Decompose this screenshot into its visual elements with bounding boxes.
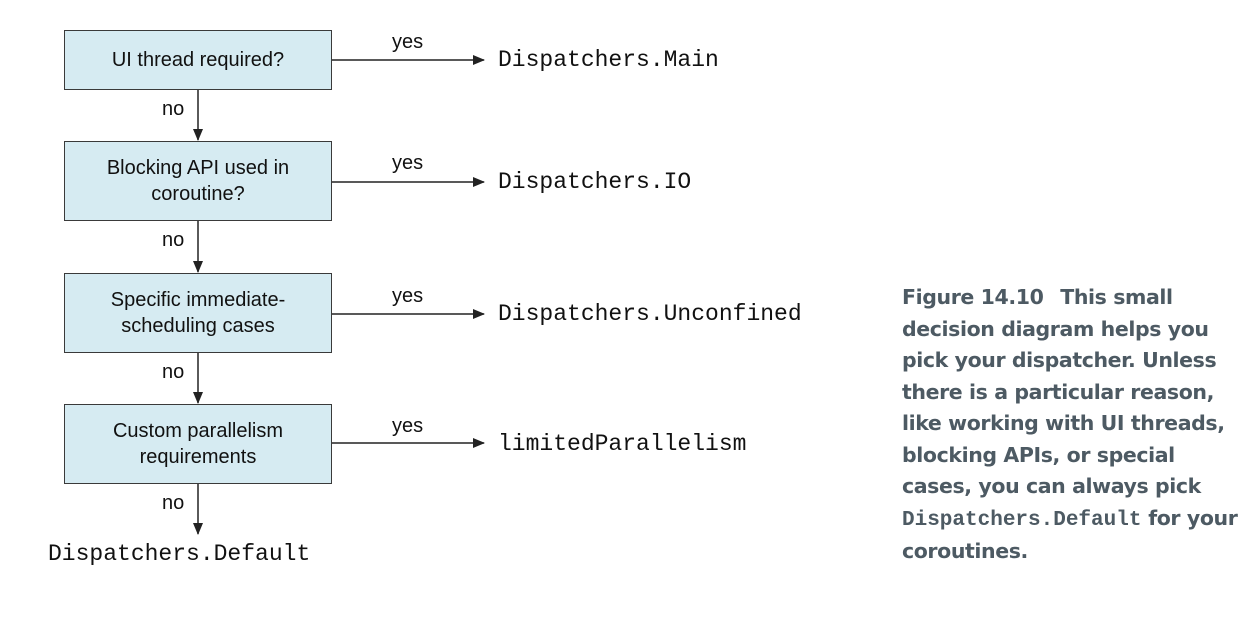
decision-box-ui-thread: UI thread required? — [64, 30, 332, 90]
decision-text: Blocking API used in coroutine? — [107, 155, 289, 207]
no-label: no — [162, 98, 185, 120]
figure-number: Figure 14.10 — [902, 285, 1044, 309]
decision-text-line-1: Specific immediate- — [110, 289, 286, 311]
yes-label: yes — [392, 285, 424, 307]
final-result-dispatchers-default: Dispatchers.Default — [48, 541, 311, 567]
result-dispatchers-io: Dispatchers.IO — [498, 169, 692, 195]
decision-box-custom-parallelism: Custom parallelism requirements — [64, 404, 332, 484]
decision-text: UI thread required? — [111, 49, 285, 71]
no-label: no — [162, 361, 185, 383]
figure-caption: Figure 14.10 This small decision diagram… — [902, 282, 1242, 568]
result-dispatchers-unconfined: Dispatchers.Unconfined — [498, 301, 802, 327]
decision-text-line-2: scheduling cases — [121, 315, 275, 337]
result-limited-parallelism: limitedParallelism — [498, 431, 747, 457]
no-label: no — [162, 229, 185, 251]
decision-text: Custom parallelism requirements — [113, 418, 283, 470]
caption-code: Dispatchers.Default — [902, 508, 1142, 532]
decision-text: Specific immediate- scheduling cases — [111, 287, 286, 339]
no-label: no — [162, 492, 185, 514]
decision-text-line-1: Custom parallelism — [112, 420, 284, 442]
yes-label: yes — [392, 152, 424, 174]
caption-text-end: for your coroutines. — [902, 505, 1238, 564]
result-dispatchers-main: Dispatchers.Main — [498, 47, 719, 73]
yes-label: yes — [392, 415, 424, 437]
decision-text-line-1: Blocking API used in — [106, 157, 290, 179]
decision-box-immediate-scheduling: Specific immediate- scheduling cases — [64, 273, 332, 353]
caption-text: This small decision diagram helps you pi… — [902, 285, 1225, 498]
decision-text-line-2: requirements — [139, 446, 257, 468]
decision-text-line-2: coroutine? — [151, 183, 245, 205]
decision-box-blocking-api: Blocking API used in coroutine? — [64, 141, 332, 221]
yes-label: yes — [392, 31, 424, 53]
